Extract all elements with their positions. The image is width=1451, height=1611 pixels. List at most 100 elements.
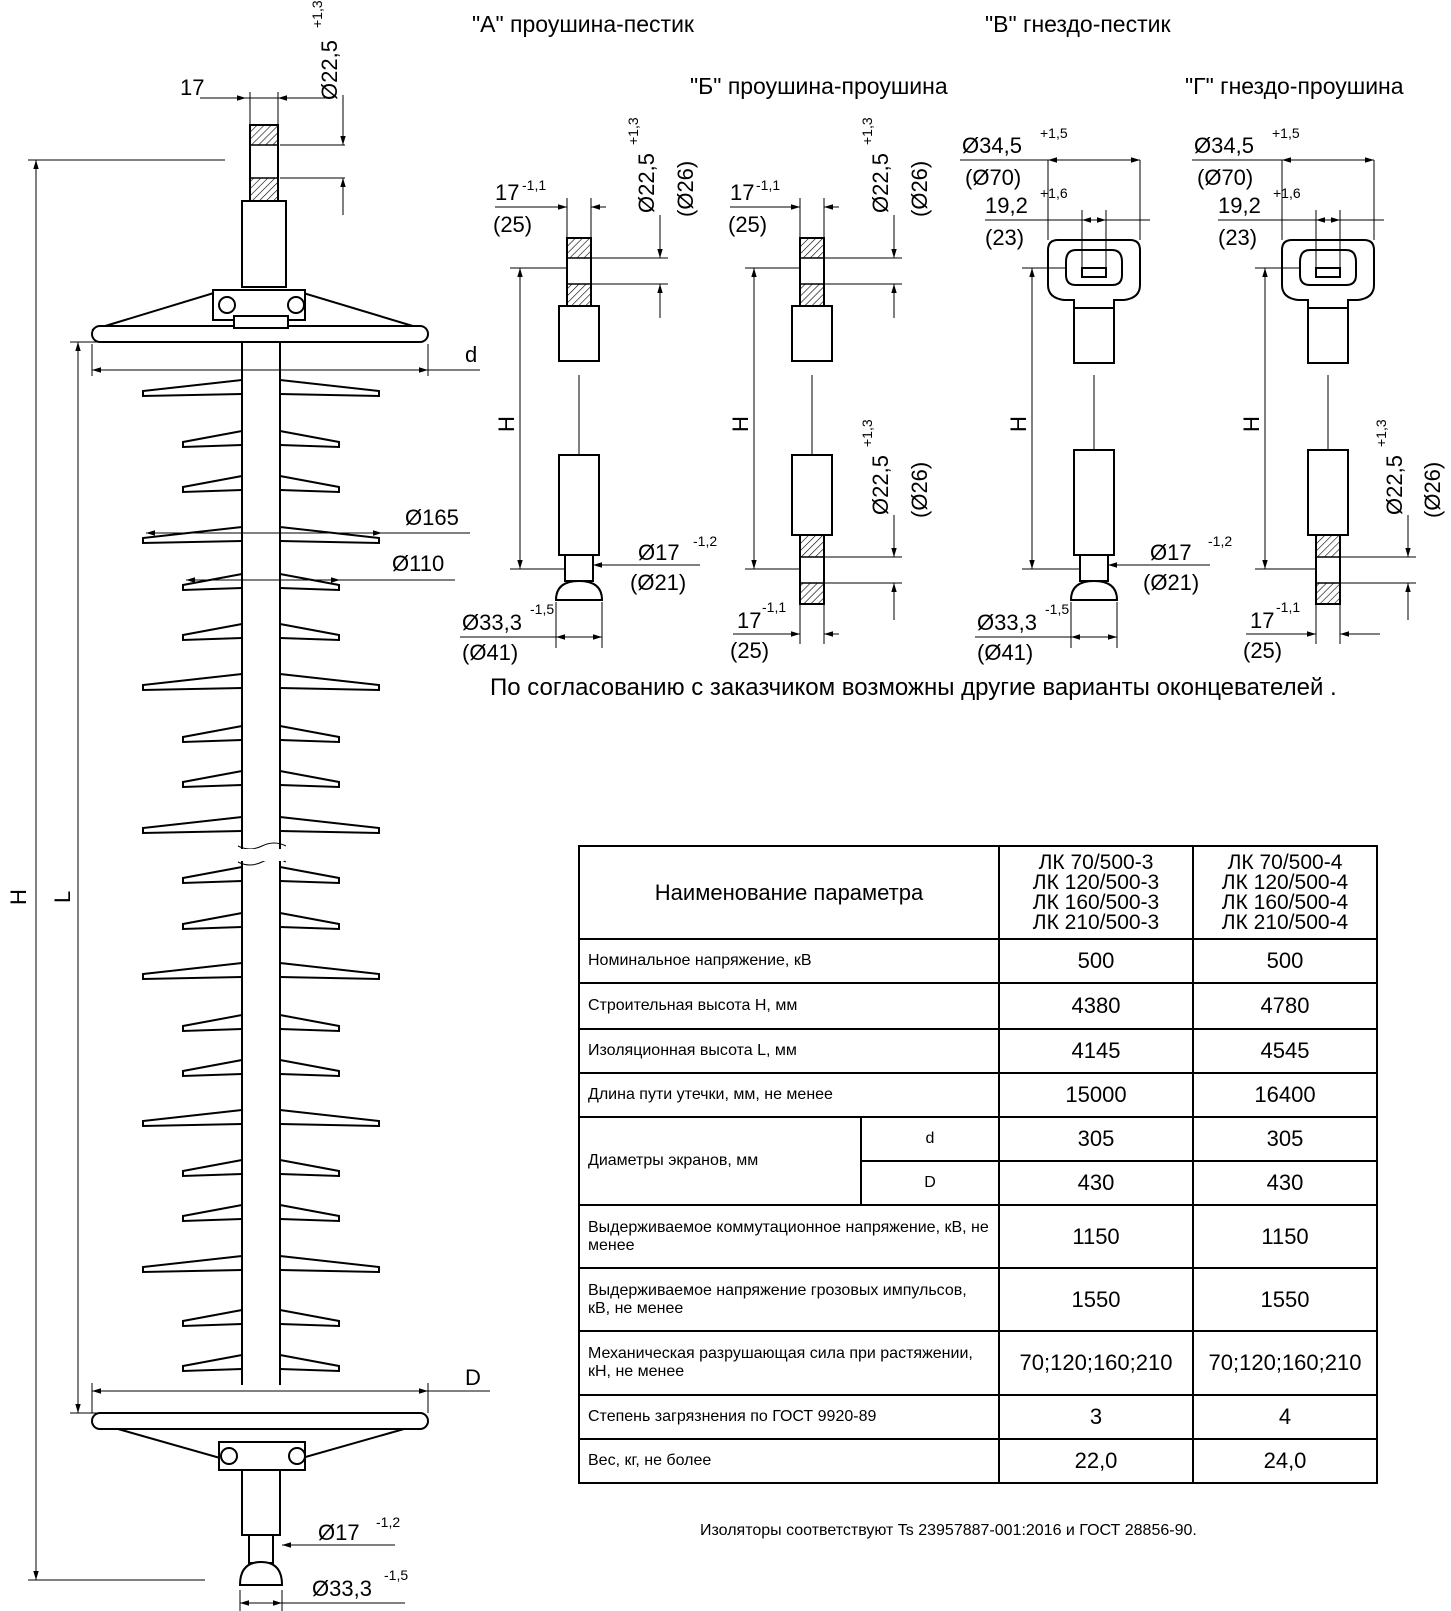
row-value-4: 500	[1192, 938, 1379, 984]
row-value-3: 500	[998, 938, 1195, 984]
svg-text:Ø22,5: Ø22,5	[634, 153, 659, 213]
svg-text:(23): (23)	[1218, 225, 1257, 250]
row-value-4: 1550	[1192, 1267, 1379, 1332]
svg-text:+1,3: +1,3	[859, 419, 875, 447]
overall-height-H: H	[6, 889, 31, 905]
svg-text:-1,5: -1,5	[384, 1567, 408, 1583]
row-name: Строительная высота H, мм	[577, 982, 1001, 1030]
main-insulator	[91, 124, 429, 1586]
svg-text:+1,6: +1,6	[1040, 185, 1068, 201]
row-name: Номинальное напряжение, кВ	[577, 938, 1001, 984]
svg-text:17: 17	[737, 608, 761, 633]
row-value-4: 4	[1192, 1394, 1379, 1440]
small-shed	[182, 1014, 340, 1033]
svg-text:(25): (25)	[1243, 638, 1282, 663]
row-value-4: 16400	[1192, 1072, 1379, 1118]
row-value-3: 1550	[998, 1267, 1195, 1332]
row-value-3: 4145	[998, 1028, 1195, 1074]
svg-text:Ø34,5: Ø34,5	[1194, 133, 1254, 158]
big-shed-diameter: Ø165	[405, 505, 459, 530]
variant-g-title: "Г" гнездо-проушина	[1185, 73, 1404, 99]
svg-text:-1,1: -1,1	[522, 177, 546, 193]
svg-text:-1,2: -1,2	[376, 1514, 400, 1530]
screen-d: d	[465, 342, 477, 367]
svg-text:+1,3: +1,3	[625, 117, 641, 145]
svg-text:19,2: 19,2	[1218, 193, 1261, 218]
small-shed	[182, 912, 340, 931]
row-name: Выдерживаемое напряжение грозовых импуль…	[577, 1267, 1001, 1332]
row-name: Длина пути утечки, мм, не менее	[577, 1072, 1001, 1118]
small-shed	[182, 1354, 340, 1373]
small-shed	[182, 430, 340, 449]
small-shed	[182, 1309, 340, 1328]
screen-D-label: D	[859, 1160, 1001, 1206]
screen-d-value-3: 305	[998, 1116, 1195, 1162]
row-value-4: 4780	[1192, 982, 1379, 1030]
variant-g-drawing: H Ø34,5 +1,5 (Ø70) 19,2 +1,6 (23) Ø22,5 …	[1192, 125, 1445, 663]
svg-text:(Ø41): (Ø41)	[462, 640, 518, 665]
svg-text:H: H	[1239, 416, 1264, 432]
row-value-3: 70;120;160;210	[998, 1330, 1195, 1396]
svg-text:17: 17	[1250, 608, 1274, 633]
svg-text:-1,2: -1,2	[693, 533, 717, 549]
large-shed	[142, 379, 380, 398]
svg-text:Ø33,3: Ø33,3	[462, 610, 522, 635]
variant-v-drawing: H Ø34,5 +1,5 (Ø70) 19,2 +1,6 (23) Ø17 -1…	[960, 125, 1232, 665]
top-pin-diameter: Ø22,5	[317, 40, 342, 100]
svg-text:(Ø26): (Ø26)	[907, 462, 932, 518]
svg-text:+1,3: +1,3	[859, 117, 875, 145]
large-shed	[142, 673, 380, 692]
svg-text:Ø17: Ø17	[1150, 540, 1192, 565]
small-shed-diameter: Ø110	[392, 551, 444, 576]
row-value-3: 22,0	[998, 1438, 1195, 1484]
svg-text:(Ø21): (Ø21)	[630, 570, 686, 595]
svg-text:(Ø26): (Ø26)	[1420, 462, 1445, 518]
variant-a-drawing: H 17 -1,1 (25) Ø22,5 +1,3 (Ø26) Ø17 -1,2…	[460, 117, 717, 665]
svg-text:(Ø70): (Ø70)	[965, 165, 1021, 190]
variant-b-drawing: H 17 -1,1 (25) Ø22,5 +1,3 (Ø26) Ø22,5 +1…	[728, 117, 932, 663]
row-value-4: 1150	[1192, 1204, 1379, 1269]
svg-text:Ø17: Ø17	[318, 1520, 360, 1545]
variant-v-title: "В" гнездо-пестик	[985, 11, 1171, 37]
screens-name: Диаметры экранов, мм	[578, 1116, 862, 1206]
svg-text:19,2: 19,2	[985, 193, 1028, 218]
main-dimensions: 17 Ø22,5 +1,3 H L d D Ø165 Ø110 Ø17	[6, 0, 490, 1611]
large-shed	[142, 1255, 380, 1274]
small-shed	[182, 1204, 340, 1223]
small-shed	[182, 1059, 340, 1078]
fittings-note: По согласованию с заказчиком возможны др…	[490, 674, 1337, 701]
screen-D-value-3: 430	[998, 1160, 1195, 1206]
svg-text:(25): (25)	[728, 212, 767, 237]
row-value-4: 70;120;160;210	[1192, 1330, 1379, 1396]
row-name: Выдерживаемое коммутационное напряжение,…	[577, 1204, 1001, 1269]
svg-text:-1,5: -1,5	[530, 601, 554, 617]
row-value-3: 3	[998, 1394, 1195, 1440]
row-value-4: 4545	[1192, 1028, 1379, 1074]
svg-text:(Ø70): (Ø70)	[1197, 165, 1253, 190]
svg-text:-1,1: -1,1	[1276, 599, 1300, 615]
row-name: Изоляционная высота L, мм	[577, 1028, 1001, 1074]
row-value-4: 24,0	[1192, 1438, 1379, 1484]
row-name: Механическая разрушающая сила при растяж…	[577, 1330, 1001, 1396]
small-shed	[182, 573, 340, 592]
screen-D: D	[465, 1365, 481, 1390]
svg-text:(25): (25)	[493, 212, 532, 237]
svg-text:+1,3: +1,3	[309, 0, 325, 28]
header-parameter-name: Наименование параметра	[577, 845, 1001, 940]
large-shed	[142, 816, 380, 835]
small-shed	[182, 770, 340, 789]
svg-text:+1,3: +1,3	[1373, 419, 1389, 447]
svg-text:-1,1: -1,1	[756, 177, 780, 193]
svg-text:+1,5: +1,5	[1040, 125, 1068, 141]
svg-text:-1,1: -1,1	[762, 599, 786, 615]
svg-text:(Ø21): (Ø21)	[1143, 570, 1199, 595]
svg-text:17: 17	[495, 180, 519, 205]
small-shed	[182, 623, 340, 642]
small-shed	[182, 475, 340, 494]
svg-text:(25): (25)	[730, 638, 769, 663]
row-name: Вес, кг, не более	[577, 1438, 1001, 1484]
row-value-3: 4380	[998, 982, 1195, 1030]
